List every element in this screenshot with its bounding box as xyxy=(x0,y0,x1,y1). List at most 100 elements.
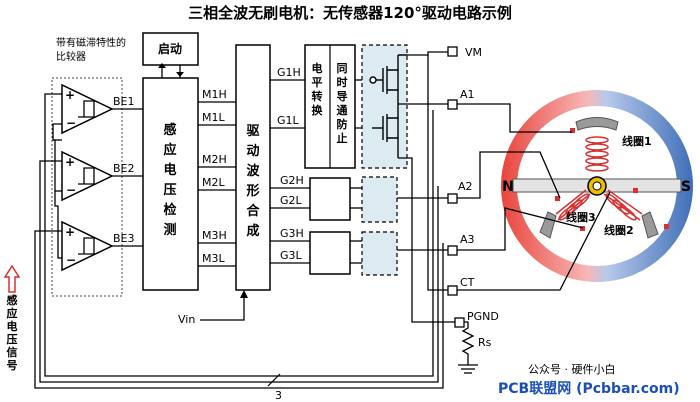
hysteresis-symbols xyxy=(78,100,95,255)
level-shift-char-3: 转 xyxy=(312,89,323,103)
coil3-icon xyxy=(555,189,591,221)
coil2-pole-shoe xyxy=(641,211,659,239)
svg-text:+: + xyxy=(65,155,75,169)
g1h-label: G1H xyxy=(277,66,301,79)
be2-label: BE2 xyxy=(113,162,135,175)
vm-label: VM xyxy=(465,46,482,59)
start-block xyxy=(142,32,199,66)
level-shift-char-2: 平 xyxy=(312,76,323,89)
ct-terminal xyxy=(447,285,458,296)
fet-bridge-phase1 xyxy=(361,44,408,169)
south-pole-label: S xyxy=(681,179,691,195)
shoot-through-char-2: 时 xyxy=(337,75,348,89)
diagram-title: 三相全波无刷电机：无传感器120°驱动电路示例 xyxy=(188,4,512,22)
comparator-3 xyxy=(61,220,114,272)
shoot-through-char-5: 防 xyxy=(337,117,348,131)
side-label-char-4: 压 xyxy=(7,332,18,346)
comparator-note-line2: 比较器 xyxy=(56,50,86,63)
side-label-char-5: 信 xyxy=(7,345,18,359)
ct-label: CT xyxy=(460,276,475,289)
comparator-1 xyxy=(61,83,114,135)
start-label: 启动 xyxy=(158,41,182,56)
g3l-label: G3L xyxy=(280,249,303,262)
north-pole-label: N xyxy=(502,179,514,195)
g2l-label: G2L xyxy=(280,194,303,207)
detect-char-3: 电 xyxy=(163,162,176,178)
m2l-label: M2L xyxy=(202,176,225,189)
drive-char-2: 动 xyxy=(246,144,259,159)
wechat-watermark: 公众号 · 硬件小白 xyxy=(528,362,616,376)
a2-label: A2 xyxy=(458,180,473,193)
coil1-label: 线圈1 xyxy=(622,134,652,148)
be1-label: BE1 xyxy=(113,95,135,108)
g3h-label: G3H xyxy=(280,227,304,240)
svg-text:−: − xyxy=(66,253,76,267)
detect-char-6: 测 xyxy=(163,222,176,238)
shoot-through-char-4: 通 xyxy=(337,104,348,117)
coil2-label: 线圈2 xyxy=(604,223,634,237)
coil1-icon xyxy=(585,136,609,172)
side-label-char-3: 电 xyxy=(7,319,18,333)
a1-terminal xyxy=(447,99,458,110)
svg-text:−: − xyxy=(66,183,76,197)
comparator-note-line1: 带有磁滞特性的 xyxy=(56,36,126,49)
detect-char-4: 压 xyxy=(163,183,176,198)
pgnd-terminal xyxy=(454,317,465,328)
rotor-shaft xyxy=(587,176,607,196)
bus-count-label: 3 xyxy=(275,389,282,402)
detect-char-5: 检 xyxy=(163,202,176,218)
coil3-label: 线圈3 xyxy=(566,210,596,224)
shoot-through-char-3: 导 xyxy=(337,90,348,103)
a1-label: A1 xyxy=(460,88,475,101)
detect-char-2: 应 xyxy=(163,142,176,158)
drive-char-5: 合 xyxy=(246,203,260,219)
motor-wiring xyxy=(457,103,611,291)
induced-voltage-arrow-icon xyxy=(3,264,21,293)
m3h-label: M3H xyxy=(202,229,227,242)
shoot-through-char-1: 同 xyxy=(337,62,348,75)
pcbbar-watermark: PCB联盟网 (Pcbbar.com) xyxy=(498,381,680,397)
m1h-label: M1H xyxy=(202,88,227,101)
ground-icon xyxy=(458,364,478,374)
m1l-label: M1L xyxy=(202,111,225,124)
drive-char-1: 驱 xyxy=(246,124,259,139)
detect-char-1: 感 xyxy=(163,122,176,138)
a2-terminal xyxy=(447,193,458,204)
side-label-char-2: 应 xyxy=(7,306,18,320)
side-label-char-1: 感 xyxy=(7,293,18,307)
side-label-char-6: 号 xyxy=(7,359,18,372)
comparator-input-wires xyxy=(34,93,444,389)
drive-char-6: 成 xyxy=(246,223,259,239)
fet-bridge-phase3 xyxy=(361,231,398,276)
pgnd-label: PGND xyxy=(467,310,499,323)
coil2-icon xyxy=(603,189,643,221)
m2h-label: M2H xyxy=(202,153,227,166)
level-shift-char-4: 换 xyxy=(312,103,324,117)
vm-terminal xyxy=(447,46,458,57)
vin-label: Vin xyxy=(178,313,195,326)
svg-text:+: + xyxy=(65,88,75,102)
mosfet-high-side-icon xyxy=(369,55,399,104)
be3-label: BE3 xyxy=(113,232,135,245)
g2h-label: G2H xyxy=(280,174,304,187)
fet-bridge-phase2 xyxy=(361,176,398,223)
induced-voltage-detect-block xyxy=(142,77,199,291)
coil1-pole-shoe xyxy=(575,117,619,131)
drive-char-3: 波 xyxy=(246,163,260,179)
a3-terminal xyxy=(447,245,458,256)
comparator-2 xyxy=(61,150,114,202)
svg-text:−: − xyxy=(66,116,76,130)
drive-waveform-block xyxy=(235,44,271,291)
g1l-label: G1L xyxy=(277,114,300,127)
drive-char-4: 形 xyxy=(246,184,259,199)
m3l-label: M3L xyxy=(202,252,225,265)
a3-label: A3 xyxy=(460,233,475,246)
shoot-through-char-6: 止 xyxy=(337,131,348,145)
phase3-logic-block xyxy=(309,231,351,275)
sense-resistor-icon xyxy=(461,321,475,365)
svg-text:+: + xyxy=(65,225,75,239)
comparator-polarity-signs: + − + − + − xyxy=(65,88,76,267)
rs-label: Rs xyxy=(478,336,492,349)
mosfet-low-side-icon xyxy=(372,104,399,158)
